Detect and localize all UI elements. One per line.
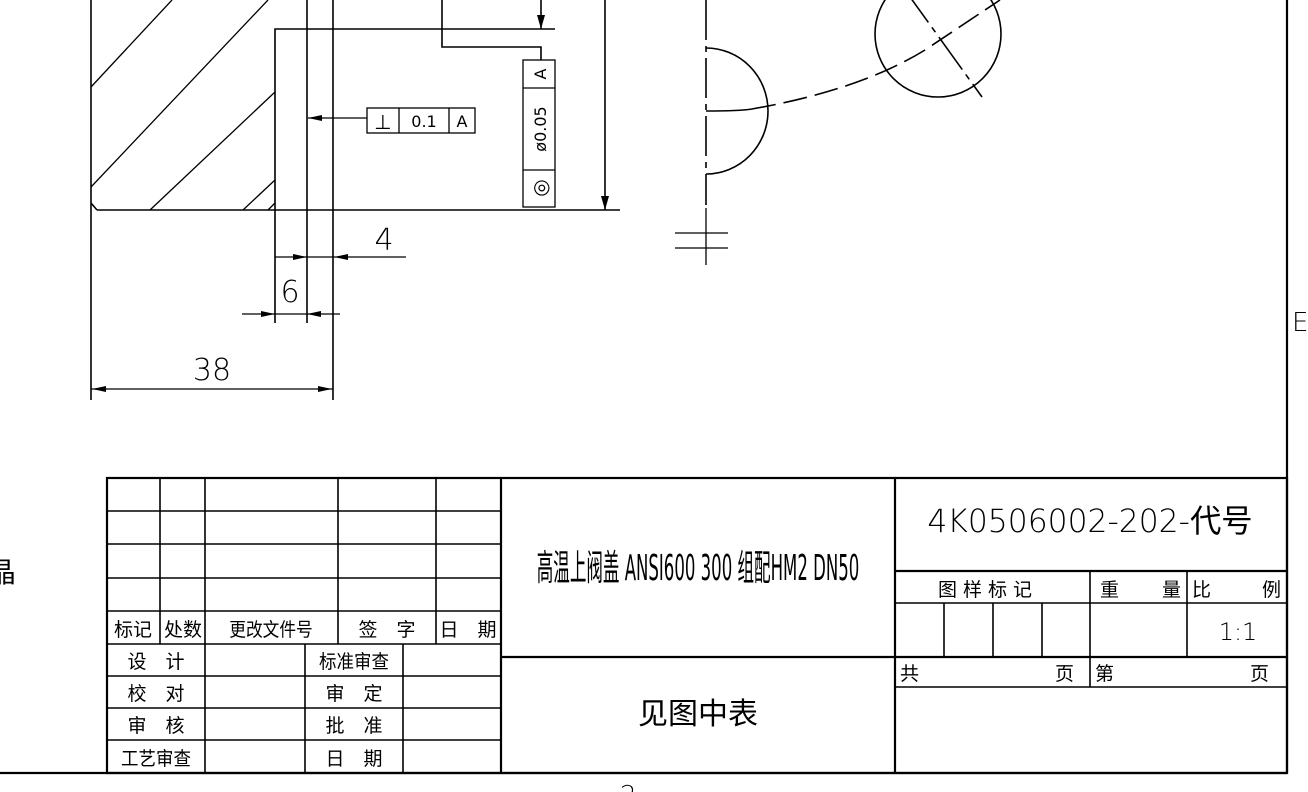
svg-text:第: 第 bbox=[1095, 663, 1114, 685]
svg-text:签 字: 签 字 bbox=[358, 619, 415, 641]
hatched-section bbox=[90, 0, 620, 400]
revision-table: 标记 处数 更改文件号 签 字 日 期 bbox=[107, 478, 501, 645]
material: 见图中表 bbox=[638, 697, 758, 732]
svg-text:标记: 标记 bbox=[114, 619, 152, 641]
concentricity-frame: A ø0.05 ◎ bbox=[522, 59, 556, 208]
arrow-head bbox=[537, 15, 545, 29]
svg-text:标准审查: 标准审查 bbox=[319, 651, 389, 673]
dimension-4: 4 bbox=[275, 223, 406, 260]
dimension-38: 38 bbox=[91, 353, 333, 392]
svg-text:量: 量 bbox=[1162, 579, 1181, 601]
concentricity-icon: ◎ bbox=[528, 179, 552, 196]
scale-value: 1:1 bbox=[1219, 618, 1258, 646]
zone-letter: E bbox=[1292, 308, 1308, 338]
svg-text:6: 6 bbox=[280, 275, 299, 310]
svg-text:设 计: 设 计 bbox=[127, 651, 184, 673]
perpendicularity-icon: ⊥ bbox=[374, 110, 391, 134]
perpendicularity-tolerance: 0.1 bbox=[411, 112, 436, 131]
part-outline bbox=[274, 0, 609, 400]
sheet-mark: 2 bbox=[620, 781, 637, 792]
perpendicularity-datum: A bbox=[457, 112, 468, 131]
detail-view bbox=[675, 0, 1002, 265]
svg-text:工艺审查: 工艺审查 bbox=[121, 748, 191, 770]
svg-text:批 准: 批 准 bbox=[325, 715, 382, 737]
drawing-code: 4K0506002-202-代号 bbox=[927, 504, 1252, 540]
svg-text:例: 例 bbox=[1262, 579, 1281, 601]
svg-text:日 期: 日 期 bbox=[439, 619, 496, 641]
svg-text:图 样 标 记: 图 样 标 记 bbox=[938, 579, 1032, 601]
title-block: 标记 处数 更改文件号 签 字 日 期 设 计 校 对 审 核 工艺审查 标准审… bbox=[105, 476, 1289, 775]
svg-text:日 期: 日 期 bbox=[325, 748, 382, 770]
svg-text:审 核: 审 核 bbox=[127, 715, 184, 737]
concentricity-datum: A bbox=[531, 68, 550, 79]
svg-text:审 定: 审 定 bbox=[325, 683, 382, 705]
perpendicularity-frame: ⊥ 0.1 A bbox=[308, 107, 476, 134]
svg-text:更改文件号: 更改文件号 bbox=[229, 619, 313, 641]
svg-text:38: 38 bbox=[193, 353, 231, 388]
dimension-6: 6 bbox=[242, 275, 340, 317]
margin-char: 晶 bbox=[0, 556, 16, 589]
svg-text:比: 比 bbox=[1192, 579, 1211, 601]
svg-text:页: 页 bbox=[1055, 663, 1074, 685]
svg-text:校 对: 校 对 bbox=[127, 683, 184, 705]
svg-text:共: 共 bbox=[900, 663, 919, 685]
signature-table: 设 计 校 对 审 核 工艺审查 标准审查 审 定 批 准 日 期 bbox=[107, 478, 503, 773]
part-name: 高温上阀盖 ANSI600 300 组配HM2 DN50 bbox=[537, 547, 860, 589]
svg-text:4: 4 bbox=[374, 223, 393, 258]
svg-text:页: 页 bbox=[1250, 663, 1269, 685]
arrow-head bbox=[601, 196, 609, 210]
svg-text:处数: 处数 bbox=[164, 619, 202, 641]
svg-text:重: 重 bbox=[1100, 579, 1119, 601]
concentricity-tolerance: ø0.05 bbox=[531, 106, 550, 151]
